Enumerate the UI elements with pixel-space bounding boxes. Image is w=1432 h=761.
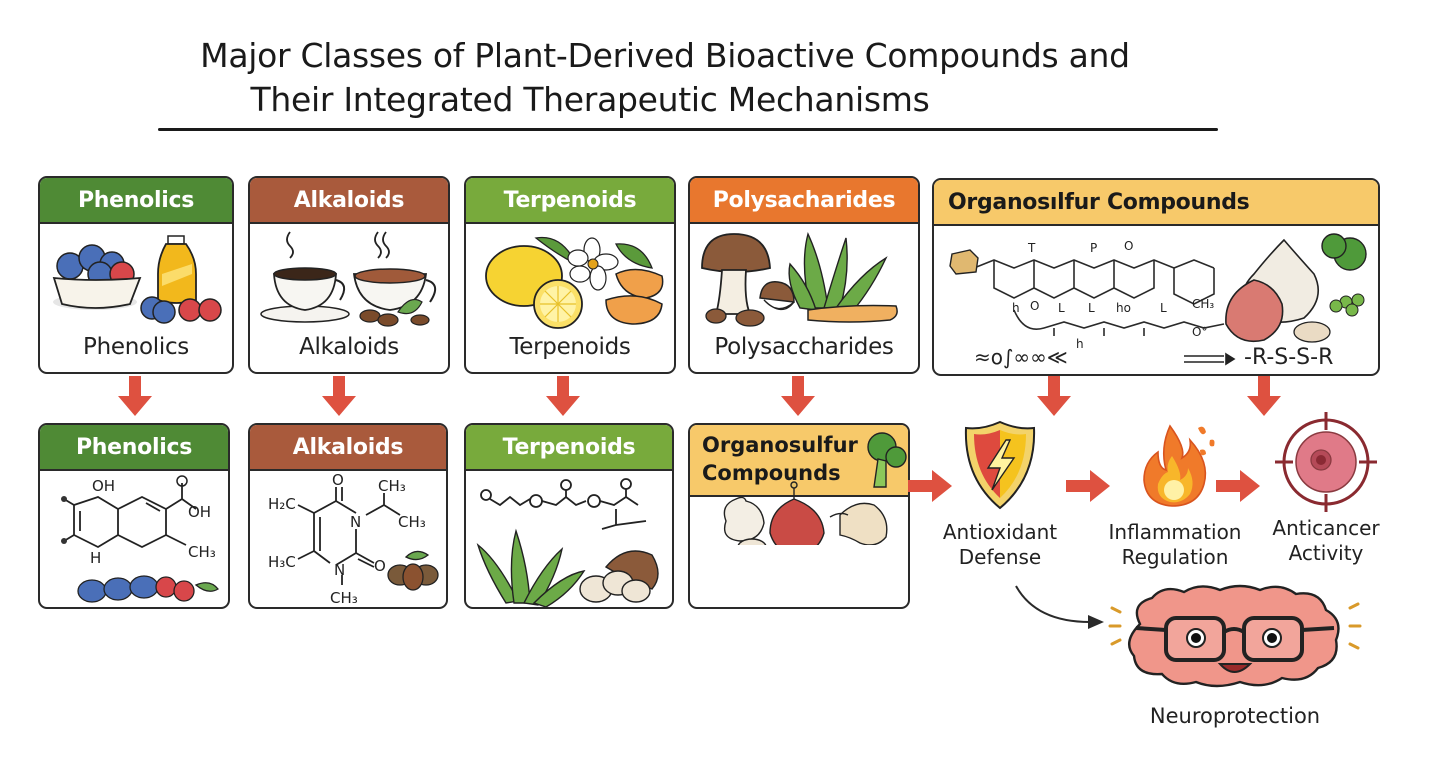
- card-header-line2: Compounds: [702, 461, 841, 485]
- card-caption: Polysaccharides: [714, 334, 894, 360]
- svg-text:N: N: [350, 513, 361, 531]
- card-header: Terpenoids: [466, 178, 674, 224]
- mechanism-inflammation: Inflammation Regulation: [1100, 418, 1250, 570]
- svg-text:ho: ho: [1116, 301, 1131, 315]
- svg-text:L: L: [1058, 301, 1065, 315]
- svg-text:L: L: [1160, 301, 1167, 315]
- title-underline: [158, 128, 1218, 131]
- card-header: Phenolics: [40, 178, 232, 224]
- card-header: Alkaloids: [250, 178, 448, 224]
- card-polysaccharides-top: Polysacharides Polysaccharides: [688, 176, 920, 374]
- berries-icon: [77, 575, 219, 603]
- phenolic-structure-diagram: OH OH H CH₃: [61, 475, 219, 603]
- svg-text:O: O: [332, 471, 344, 489]
- brain-glasses-icon: [1108, 584, 1362, 688]
- berries-and-juice-icon: [52, 235, 222, 324]
- card-header: Organosulfur Compounds: [690, 425, 908, 497]
- arrow-down-6: [1247, 376, 1281, 416]
- mechanism-label-line2: Defense: [958, 545, 1042, 569]
- arrow-right-3: [1216, 470, 1260, 502]
- flame-icon: [1143, 424, 1215, 507]
- shield-lightning-icon: [964, 420, 1036, 510]
- card-phenolics-top: Phenolics Phenolics: [38, 176, 234, 374]
- card-terpenoids-top: Terpenoids Terpenoids: [464, 176, 676, 374]
- mechanism-label-line1: Inflammation: [1108, 520, 1242, 544]
- svg-text:CH₃: CH₃: [188, 543, 216, 561]
- card-organosulfur-bottom: Organosulfur Compounds: [688, 423, 910, 609]
- svg-text:CH₃: CH₃: [330, 589, 358, 607]
- formula-right: -R-S-S-R: [1244, 345, 1333, 370]
- curved-arrow-to-neuroprotection: [1015, 585, 1104, 629]
- cocoa-bean-icon: [387, 550, 439, 591]
- garlic-onion-broccoli-icon: [1225, 233, 1367, 343]
- svg-text:T: T: [1027, 241, 1036, 255]
- svg-text:O: O: [374, 557, 386, 575]
- terpenoid-structure-diagram: [476, 478, 659, 607]
- lemon-flower-icon: [485, 236, 664, 329]
- svg-text:CH₃: CH₃: [398, 513, 426, 531]
- svg-text:N: N: [334, 561, 345, 579]
- mechanism-label-line1: Neuroprotection: [1149, 704, 1321, 728]
- svg-text:h: h: [1012, 301, 1020, 315]
- formula-left: ≈ο∫∞∞≪: [974, 345, 1068, 369]
- svg-text:L: L: [1088, 301, 1095, 315]
- diagram-title-line2: Their Integrated Therapeutic Mechanisms: [250, 80, 930, 119]
- svg-text:CH₃: CH₃: [1192, 297, 1214, 311]
- mechanism-label-line1: Antioxidant: [942, 520, 1058, 544]
- mechanism-anticancer: Anticancer Activity: [1256, 408, 1396, 566]
- card-header-line1: Organosulfur: [702, 433, 858, 457]
- svg-text:H: H: [90, 549, 101, 567]
- aloe-mushroom-icon: [476, 528, 659, 607]
- mushroom-aloe-icon: [701, 231, 898, 327]
- arrow-down-2: [322, 376, 356, 416]
- svg-text:H₂C: H₂C: [268, 495, 296, 513]
- svg-text:h: h: [1076, 337, 1084, 351]
- arrow-right-2: [1066, 470, 1110, 502]
- arrow-down-5: [1037, 376, 1071, 416]
- coffee-tea-cups-icon: [260, 231, 437, 327]
- card-alkaloids-bottom: Alkaloids O CH₃ H₂C N CH₃ H₃C N O CH₃: [248, 423, 448, 609]
- card-alkaloids-top: Alkaloids Alkaloids: [248, 176, 450, 374]
- svg-text:O: O: [1124, 239, 1133, 253]
- card-phenolics-bottom: Phenolics OH OH H CH₃: [38, 423, 230, 609]
- svg-text:O: O: [1030, 299, 1039, 313]
- mechanism-label-line2: Regulation: [1121, 545, 1229, 569]
- diagram-title-line1: Major Classes of Plant-Derived Bioactive…: [200, 36, 1130, 75]
- svg-text:O°: O°: [1192, 325, 1207, 339]
- svg-text:H₃C: H₃C: [268, 553, 296, 571]
- arrow-right-1: [908, 470, 952, 502]
- svg-text:CH₃: CH₃: [378, 477, 406, 495]
- alkaloid-structure-diagram: O CH₃ H₂C N CH₃ H₃C N O CH₃: [268, 471, 439, 607]
- arrow-down-3: [546, 376, 580, 416]
- card-header: Polysacharides: [690, 178, 918, 224]
- mechanism-neuroprotection: Neuroprotection: [1100, 584, 1370, 729]
- garlic-onion-ginger-icon: [723, 432, 907, 545]
- target-cell-icon: [1275, 412, 1377, 512]
- card-header: Organosılfur Compounds: [934, 180, 1378, 226]
- arrow-down-4: [781, 376, 815, 416]
- svg-text:P: P: [1090, 241, 1097, 255]
- card-caption: Phenolics: [83, 334, 189, 360]
- card-header: Alkaloids: [250, 425, 446, 471]
- card-caption: Terpenoids: [509, 334, 631, 360]
- card-caption: Alkaloids: [299, 334, 399, 360]
- mechanism-antioxidant: Antioxidant Defense: [940, 418, 1060, 570]
- mechanism-label-line1: Anticancer: [1272, 516, 1380, 540]
- card-terpenoids-bottom: Terpenoids: [464, 423, 674, 609]
- card-header: Terpenoids: [466, 425, 672, 471]
- svg-text:OH: OH: [92, 477, 115, 495]
- arrow-down-1: [118, 376, 152, 416]
- svg-text:OH: OH: [188, 503, 211, 521]
- mechanism-label-line2: Activity: [1288, 541, 1364, 565]
- card-header: Phenolics: [40, 425, 228, 471]
